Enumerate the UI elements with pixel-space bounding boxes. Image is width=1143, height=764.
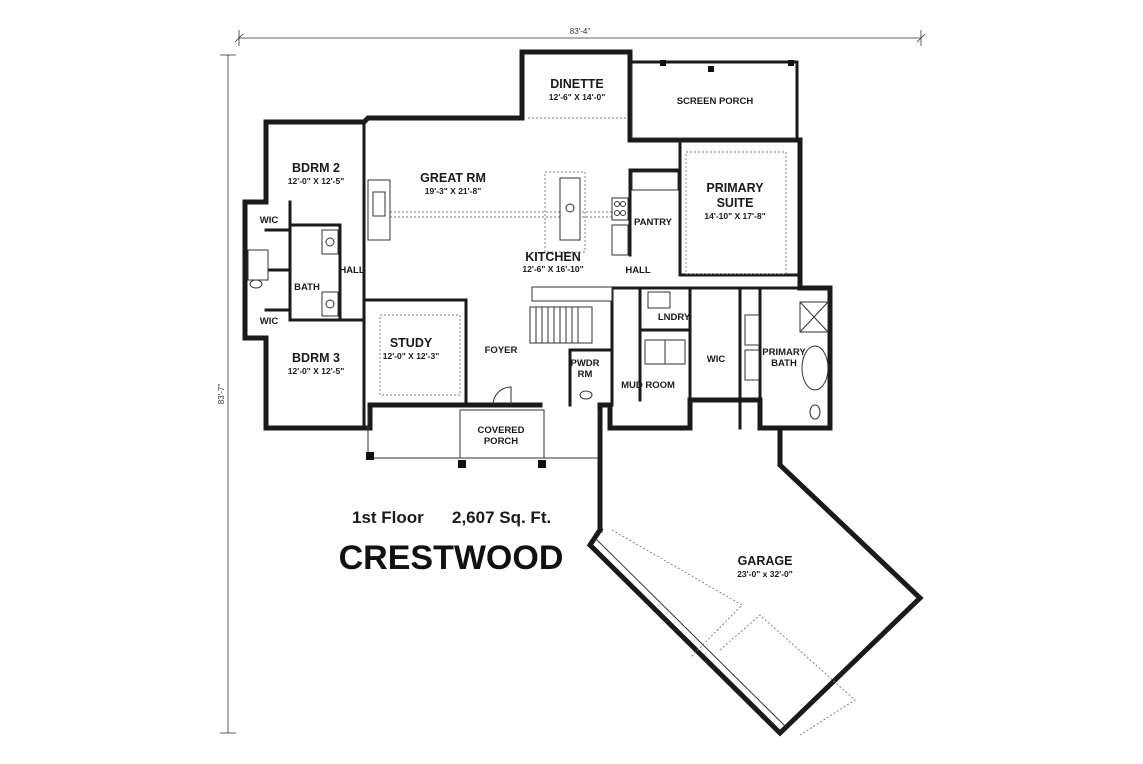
room-bath: BATH bbox=[294, 282, 320, 293]
kitchen-sink-icon bbox=[565, 203, 575, 213]
svg-text:12'-0" X 12'-5": 12'-0" X 12'-5" bbox=[288, 366, 345, 376]
svg-text:SUITE: SUITE bbox=[717, 196, 754, 210]
plan-title: CRESTWOOD bbox=[339, 539, 564, 577]
svg-text:19'-3" X 21'-8": 19'-3" X 21'-8" bbox=[425, 186, 482, 196]
svg-text:PRIMARY: PRIMARY bbox=[706, 181, 764, 195]
fixtures bbox=[247, 171, 829, 420]
svg-text:14'-10" X 17'-8": 14'-10" X 17'-8" bbox=[704, 211, 765, 221]
overall-depth-label: 83'-7" bbox=[217, 384, 226, 405]
room-hall-left: HALL bbox=[339, 265, 365, 276]
svg-text:PORCH: PORCH bbox=[484, 436, 518, 447]
svg-text:WIC: WIC bbox=[260, 316, 279, 327]
svg-text:12'-0" X 12'-3": 12'-0" X 12'-3" bbox=[383, 351, 440, 361]
ceiling-lines bbox=[379, 117, 856, 736]
svg-text:MUD ROOM: MUD ROOM bbox=[621, 380, 675, 391]
primary-tub-icon bbox=[801, 345, 829, 391]
area-label: 2,607 Sq. Ft. bbox=[452, 508, 551, 527]
room-dinette: DINETTE 12'-6" X 14'-0" bbox=[549, 77, 606, 102]
svg-text:RM: RM bbox=[578, 369, 593, 380]
room-kitchen: KITCHEN 12'-6" X 16'-10" bbox=[522, 250, 583, 274]
svg-text:HALL: HALL bbox=[339, 265, 365, 276]
room-wic-bottom: WIC bbox=[260, 316, 279, 327]
interior-walls bbox=[264, 120, 802, 430]
svg-text:HALL: HALL bbox=[625, 265, 651, 276]
svg-text:BDRM 3: BDRM 3 bbox=[292, 351, 340, 365]
room-pwdr-rm: PWDR RM bbox=[570, 358, 599, 380]
room-bdrm-2: BDRM 2 12'-0" X 12'-5" bbox=[288, 161, 345, 186]
overall-depth-dimension: 83'-7" bbox=[217, 54, 236, 734]
room-great-rm: GREAT RM 19'-3" X 21'-8" bbox=[420, 171, 486, 196]
stairs bbox=[529, 306, 593, 344]
room-hall-right: HALL bbox=[625, 265, 651, 276]
svg-text:STUDY: STUDY bbox=[390, 336, 433, 350]
svg-text:GREAT RM: GREAT RM bbox=[420, 171, 486, 185]
svg-text:BATH: BATH bbox=[771, 358, 797, 369]
range-icon bbox=[611, 197, 629, 221]
svg-text:KITCHEN: KITCHEN bbox=[525, 250, 581, 264]
room-primary-suite: PRIMARY SUITE 14'-10" X 17'-8" bbox=[704, 181, 765, 221]
svg-text:PANTRY: PANTRY bbox=[634, 217, 673, 228]
svg-text:12'-6" X 16'-10": 12'-6" X 16'-10" bbox=[522, 264, 583, 274]
overall-width-label: 83'-4" bbox=[570, 27, 591, 36]
exterior-walls bbox=[242, 49, 924, 737]
svg-text:SCREEN PORCH: SCREEN PORCH bbox=[677, 96, 754, 107]
svg-text:FOYER: FOYER bbox=[485, 345, 518, 356]
bathtub-icon bbox=[247, 249, 269, 281]
svg-text:WIC: WIC bbox=[707, 354, 726, 365]
floor-label: 1st Floor bbox=[352, 508, 424, 527]
room-bdrm-3: BDRM 3 12'-0" X 12'-5" bbox=[288, 351, 345, 376]
room-mud-room: MUD ROOM bbox=[621, 380, 675, 391]
room-pantry: PANTRY bbox=[634, 217, 673, 228]
svg-text:12'-6" X 14'-0": 12'-6" X 14'-0" bbox=[549, 92, 606, 102]
svg-text:LNDRY: LNDRY bbox=[658, 312, 691, 323]
svg-text:WIC: WIC bbox=[260, 215, 279, 226]
svg-text:COVERED: COVERED bbox=[478, 425, 525, 436]
screen-porch-structure bbox=[628, 60, 799, 140]
toilet-icon bbox=[249, 279, 263, 289]
room-covered-porch: COVERED PORCH bbox=[478, 425, 525, 447]
room-foyer: FOYER bbox=[485, 345, 518, 356]
room-study: STUDY 12'-0" X 12'-3" bbox=[383, 336, 440, 361]
svg-text:DINETTE: DINETTE bbox=[550, 77, 603, 91]
covered-porch-structure bbox=[366, 386, 599, 468]
svg-text:PRIMARY: PRIMARY bbox=[762, 347, 806, 358]
svg-text:BDRM 2: BDRM 2 bbox=[292, 161, 340, 175]
room-wic-primary: WIC bbox=[707, 354, 726, 365]
svg-text:GARAGE: GARAGE bbox=[738, 554, 793, 568]
room-primary-bath: PRIMARY BATH bbox=[762, 347, 806, 369]
svg-text:23'-0" x 32'-0": 23'-0" x 32'-0" bbox=[737, 569, 793, 579]
svg-text:PWDR: PWDR bbox=[570, 358, 599, 369]
room-lndry: LNDRY bbox=[658, 312, 691, 323]
overall-width-dimension: 83'-4" bbox=[234, 27, 926, 46]
svg-text:BATH: BATH bbox=[294, 282, 320, 293]
room-wic-top: WIC bbox=[260, 215, 279, 226]
room-garage: GARAGE 23'-0" x 32'-0" bbox=[737, 554, 793, 579]
room-screen-porch: SCREEN PORCH bbox=[677, 96, 754, 107]
svg-text:12'-0" X 12'-5": 12'-0" X 12'-5" bbox=[288, 176, 345, 186]
